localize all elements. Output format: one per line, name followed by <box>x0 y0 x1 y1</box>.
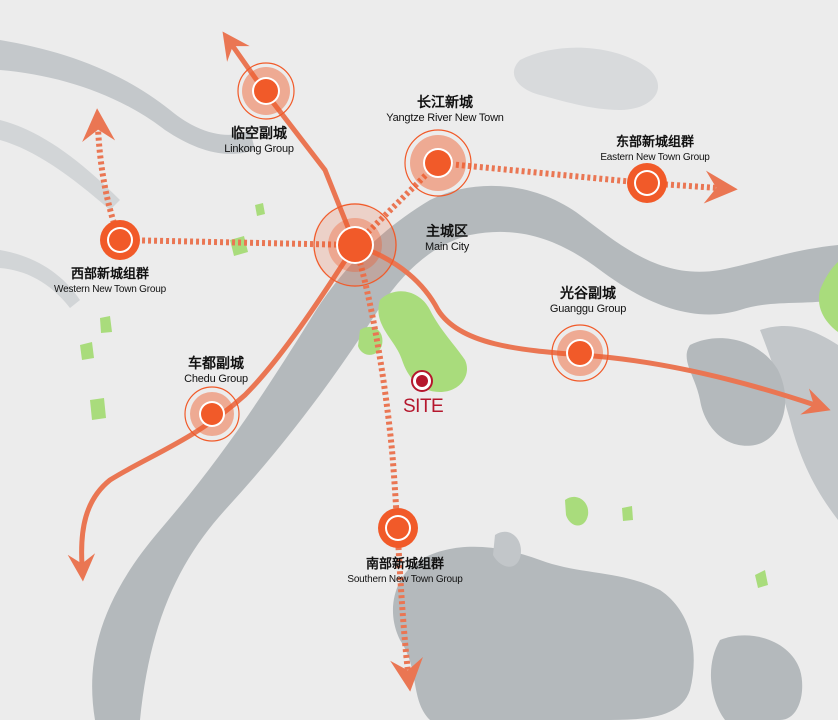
yangtze-river <box>92 185 838 720</box>
corridor-southwest <box>67 242 358 582</box>
node-main-city-marker <box>313 203 397 287</box>
node-label-guanggu: 光谷副城 Guanggu Group <box>550 286 626 316</box>
green-north-2 <box>255 203 265 216</box>
green-west-2 <box>80 342 94 360</box>
lake-south <box>392 546 694 720</box>
node-guanggu-marker <box>551 324 609 382</box>
corridor-south-dashed <box>352 244 423 692</box>
node-label-western: 西部新城组群 Western New Town Group <box>54 266 166 296</box>
lake-east <box>686 338 786 446</box>
node-eastern-marker <box>627 163 667 203</box>
lake-south-inlet <box>493 531 521 567</box>
node-yangtze-marker <box>404 129 472 197</box>
node-label-en: Southern New Town Group <box>347 574 463 585</box>
node-label-chedu: 车都副城 Chedu Group <box>184 356 248 386</box>
green-southeast <box>755 570 768 588</box>
site-marker-icon <box>411 370 433 392</box>
green-west-3 <box>100 316 112 333</box>
green-central-park <box>378 291 468 392</box>
node-label-en: Linkong Group <box>224 143 294 155</box>
river-north <box>0 40 255 154</box>
node-label-en: Guanggu Group <box>549 303 627 315</box>
node-linkong-marker <box>237 62 295 120</box>
green-spaces <box>80 203 838 588</box>
node-label-zh: 长江新城 <box>416 95 473 111</box>
green-east-3 <box>818 262 838 332</box>
corridor-east <box>352 242 831 415</box>
node-label-en: Western New Town Group <box>54 284 166 295</box>
node-label-zh: 南部新城组群 <box>365 557 445 572</box>
green-north-1 <box>230 236 248 256</box>
node-label-zh: 主城区 <box>425 224 468 240</box>
corridor-eastern-dashed <box>437 160 738 204</box>
river-west <box>0 250 80 308</box>
node-label-zh: 西部新城组群 <box>70 267 150 282</box>
lake-northeast <box>513 47 659 110</box>
site-label: SITE <box>403 396 444 417</box>
river-northwest <box>0 120 120 210</box>
node-label-yangtze: 长江新城 Yangtze River New Town <box>386 95 504 125</box>
water-bodies <box>0 40 838 720</box>
node-southern-marker <box>378 508 418 548</box>
node-label-zh: 东部新城组群 <box>615 135 694 150</box>
corridor-yangtze <box>352 160 441 248</box>
node-label-main-city: 主城区 Main City <box>425 224 469 254</box>
node-western-marker <box>100 220 140 260</box>
node-label-en: Yangtze River New Town <box>386 112 504 124</box>
node-label-en: Chedu Group <box>184 373 248 385</box>
node-label-southern: 南部新城组群 Southern New Town Group <box>347 556 462 586</box>
node-label-en: Main City <box>424 241 470 253</box>
node-label-zh: 光谷副城 <box>559 286 616 302</box>
node-label-eastern: 东部新城组群 Eastern New Town Group <box>600 134 710 164</box>
node-label-linkong: 临空副城 Linkong Group <box>224 126 294 156</box>
green-east-1 <box>565 496 589 526</box>
node-chedu-marker <box>184 386 240 442</box>
green-east-2 <box>622 506 633 521</box>
node-label-zh: 车都副城 <box>188 356 244 372</box>
node-label-en: Eastern New Town Group <box>600 152 710 163</box>
lake-south-2 <box>710 635 803 720</box>
node-label-zh: 临空副城 <box>231 126 287 142</box>
green-west-1 <box>90 398 106 420</box>
